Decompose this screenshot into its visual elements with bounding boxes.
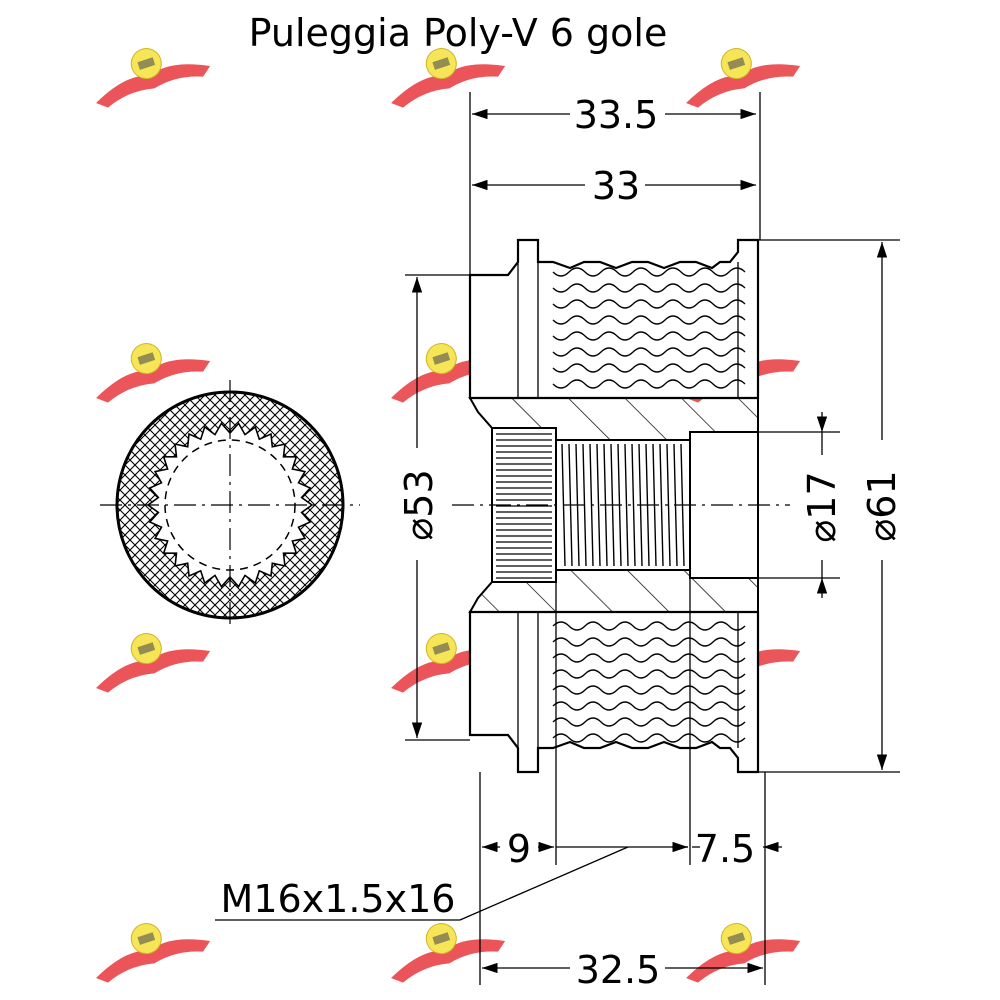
thread-line xyxy=(666,443,671,567)
watermark-logo xyxy=(96,923,211,983)
dim-hub-diameter-symbol: ⌀ xyxy=(397,518,441,541)
poly-v-grooves-lower xyxy=(552,621,746,743)
svg-text:⌀61: ⌀61 xyxy=(860,470,904,541)
svg-text:⌀17: ⌀17 xyxy=(800,471,844,542)
dim-bore-diameter: 17 xyxy=(800,471,844,519)
svg-text:⌀53: ⌀53 xyxy=(397,469,441,540)
drawing-title: Puleggia Poly-V 6 gole xyxy=(249,11,668,55)
spline-bore-teeth xyxy=(496,433,552,579)
dim-bore-diameter-symbol: ⌀ xyxy=(800,520,844,543)
end-view xyxy=(100,380,360,630)
pulley-upper-body xyxy=(468,238,760,400)
watermark-logo xyxy=(391,48,506,108)
watermark-logo xyxy=(96,48,211,108)
poly-v-grooves-upper xyxy=(552,267,746,389)
dim-bottom-length: 32.5 xyxy=(576,948,661,992)
dim-left-depth: 9 xyxy=(507,827,531,871)
dim-hub-diameter: 53 xyxy=(397,469,441,517)
thread-line xyxy=(624,443,629,567)
watermark-logo xyxy=(391,923,506,983)
dim-outer-diameter: 61 xyxy=(860,470,904,518)
watermark-logo xyxy=(96,343,211,403)
dimensions: 33.5 33 ⌀61 ⌀53 ⌀17 9 7.5 xyxy=(215,92,904,992)
dim-body-length: 33 xyxy=(592,164,640,208)
watermark-logo xyxy=(686,923,801,983)
thread-line xyxy=(659,443,664,567)
watermark-logo xyxy=(96,633,211,693)
watermark-logo xyxy=(686,48,801,108)
thread-line xyxy=(631,443,636,567)
dim-total-length: 33.5 xyxy=(574,93,659,137)
thread-line xyxy=(596,443,601,567)
section-view xyxy=(452,238,790,774)
dim-thread-label: M16x1.5x16 xyxy=(221,877,456,921)
dim-right-depth: 7.5 xyxy=(695,827,755,871)
dim-outer-diameter-symbol: ⌀ xyxy=(860,519,904,542)
